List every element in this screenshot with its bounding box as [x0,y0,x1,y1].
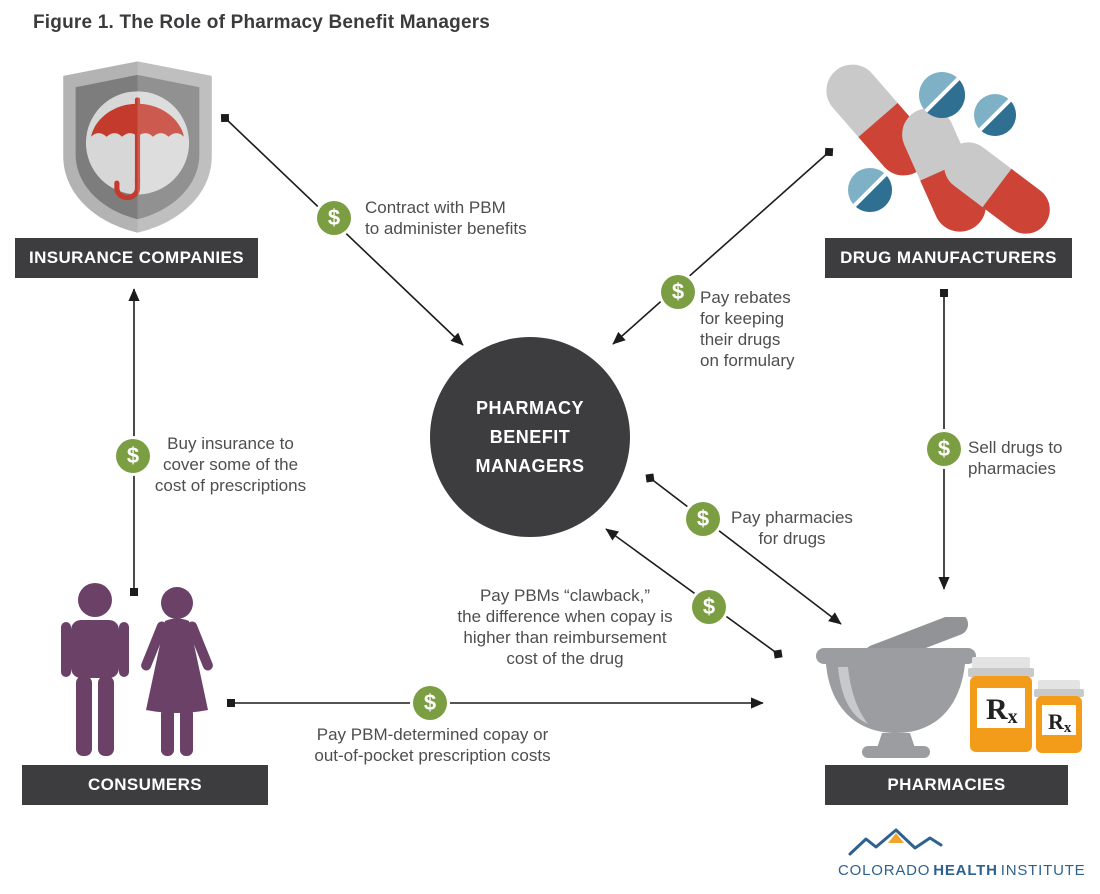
insurance-shield-icon [63,61,212,233]
flow-label-line: Buy insurance to [167,434,294,453]
flow-label-line: on formulary [700,351,795,370]
flow-label-pay-copay: Pay PBM-determined copay or out-of-pocke… [280,724,585,766]
svg-text:Rx: Rx [986,693,1018,728]
tablet-icon [974,94,1016,136]
flow-label-line: out-of-pocket prescription costs [314,746,551,765]
entity-label-consumers: CONSUMERS [22,765,268,805]
flow-label-line: for keeping [700,309,785,328]
capsule-icon [902,108,986,232]
woman-icon [141,587,213,756]
tablet-icon [919,72,965,118]
consumers-people-icon [61,583,213,756]
man-icon [61,583,129,756]
entity-label-drug-manufacturers: DRUG MANUFACTURERS [825,238,1072,278]
mortar-bowl-icon [816,648,976,758]
flow-label-line: Pay PBMs “clawback,” [479,586,651,605]
mountain-icon [848,828,943,856]
flow-label-line: Pay pharmacies [731,508,853,527]
flow-label-line: their drugs [700,330,781,349]
pharmacy-mortar-icon: Rx Rx [816,617,1084,758]
flow-label-line: cost of prescriptions [154,476,307,495]
flow-label-line: for drugs [758,529,826,548]
flow-label-line: higher than reimbursement [463,628,667,647]
flow-label-sell-drugs: Sell drugs to pharmacies [968,437,1063,479]
flow-label-line: Contract with PBM [365,198,506,217]
flow-label-line: Sell drugs to [968,438,1063,457]
flow-label-buy-insurance: Buy insurance to cover some of the cost … [128,433,333,496]
dollar-icon: $ [413,686,447,720]
arrow-pharmacies-to-pbm [605,528,783,659]
flow-label-line: Pay PBM-determined copay or [316,725,549,744]
pbm-label-line: BENEFIT [489,426,571,447]
flow-label-pay-rebates: Pay rebates for keeping their drugs on f… [700,287,794,371]
dollar-icon: $ [317,201,351,235]
pbm-label-line: PHARMACY [475,397,584,418]
logo-word: INSTITUTE [1000,862,1086,879]
flow-label-line: the difference when copay is [457,607,673,626]
flow-label-line: Pay rebates [700,288,791,307]
entity-label-pharmacies: PHARMACIES [825,765,1068,805]
logo-word: COLORADO [838,862,931,879]
dollar-icon: $ [927,432,961,466]
umbrella-icon [91,97,184,201]
flow-label-pay-pharmacies: Pay pharmacies for drugs [722,507,862,549]
pills-icon [826,64,1050,234]
flow-label-contract-with-pbm: Contract with PBM to administer benefits [365,197,527,239]
figure-title: Figure 1. The Role of Pharmacy Benefit M… [33,12,491,33]
flow-label-line: to administer benefits [365,219,527,238]
pbm-node: PHARMACY BENEFIT MANAGERS [430,337,630,537]
dollar-icon: $ [116,439,150,473]
flow-label-line: cost of the drug [506,649,624,668]
arrow-manufacturers-to-pbm [612,147,834,345]
dollar-icon: $ [692,590,726,624]
capsule-icon [826,64,930,176]
flow-label-clawback: Pay PBMs “clawback,” the difference when… [432,585,698,669]
capsule-icon [944,142,1050,234]
svg-text:Rx: Rx [1048,709,1072,736]
logo-word: HEALTH [933,862,998,879]
rx-bottle-icon: Rx [1034,680,1084,753]
flow-label-line: cover some of the [162,455,299,474]
dollar-icon: $ [661,275,695,309]
entity-label-insurance-companies: INSURANCE COMPANIES [15,238,258,278]
flow-label-line: pharmacies [968,459,1056,478]
rx-bottle-icon: Rx [968,657,1034,752]
tablet-icon [848,168,892,212]
dollar-icon: $ [686,502,720,536]
pbm-label-line: MANAGERS [475,455,585,476]
